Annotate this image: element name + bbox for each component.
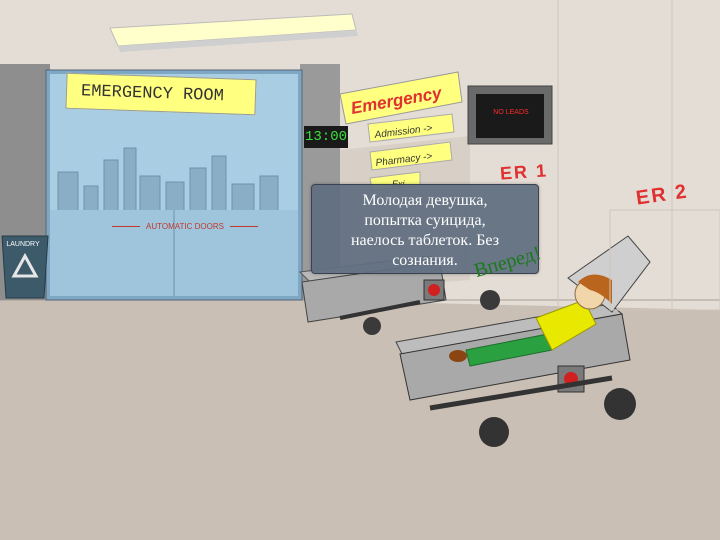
wall-clock: 13:00 (304, 126, 348, 148)
laundry-bin (1, 235, 49, 299)
er2-door-frame (609, 209, 720, 311)
case-dialog: Молодая девушка, попытка суицида, наелос… (311, 184, 539, 274)
admission-sign (367, 113, 455, 143)
monitor-status-text: NO LEADS (493, 109, 529, 116)
er1-sign: ER 1 (499, 160, 549, 184)
laundry-label: LAUNDRY (6, 241, 40, 248)
ceiling-light-edge (118, 30, 358, 52)
emergency-room-sign: EMERGENCY ROOM (65, 72, 257, 116)
emergency-sign (339, 71, 463, 125)
automatic-doors-label: AUTOMATIC DOORS (95, 221, 275, 233)
monitor-screen (476, 94, 544, 138)
patient (449, 274, 612, 367)
pharmacy-sign (369, 141, 453, 171)
recycle-icon (11, 252, 39, 278)
